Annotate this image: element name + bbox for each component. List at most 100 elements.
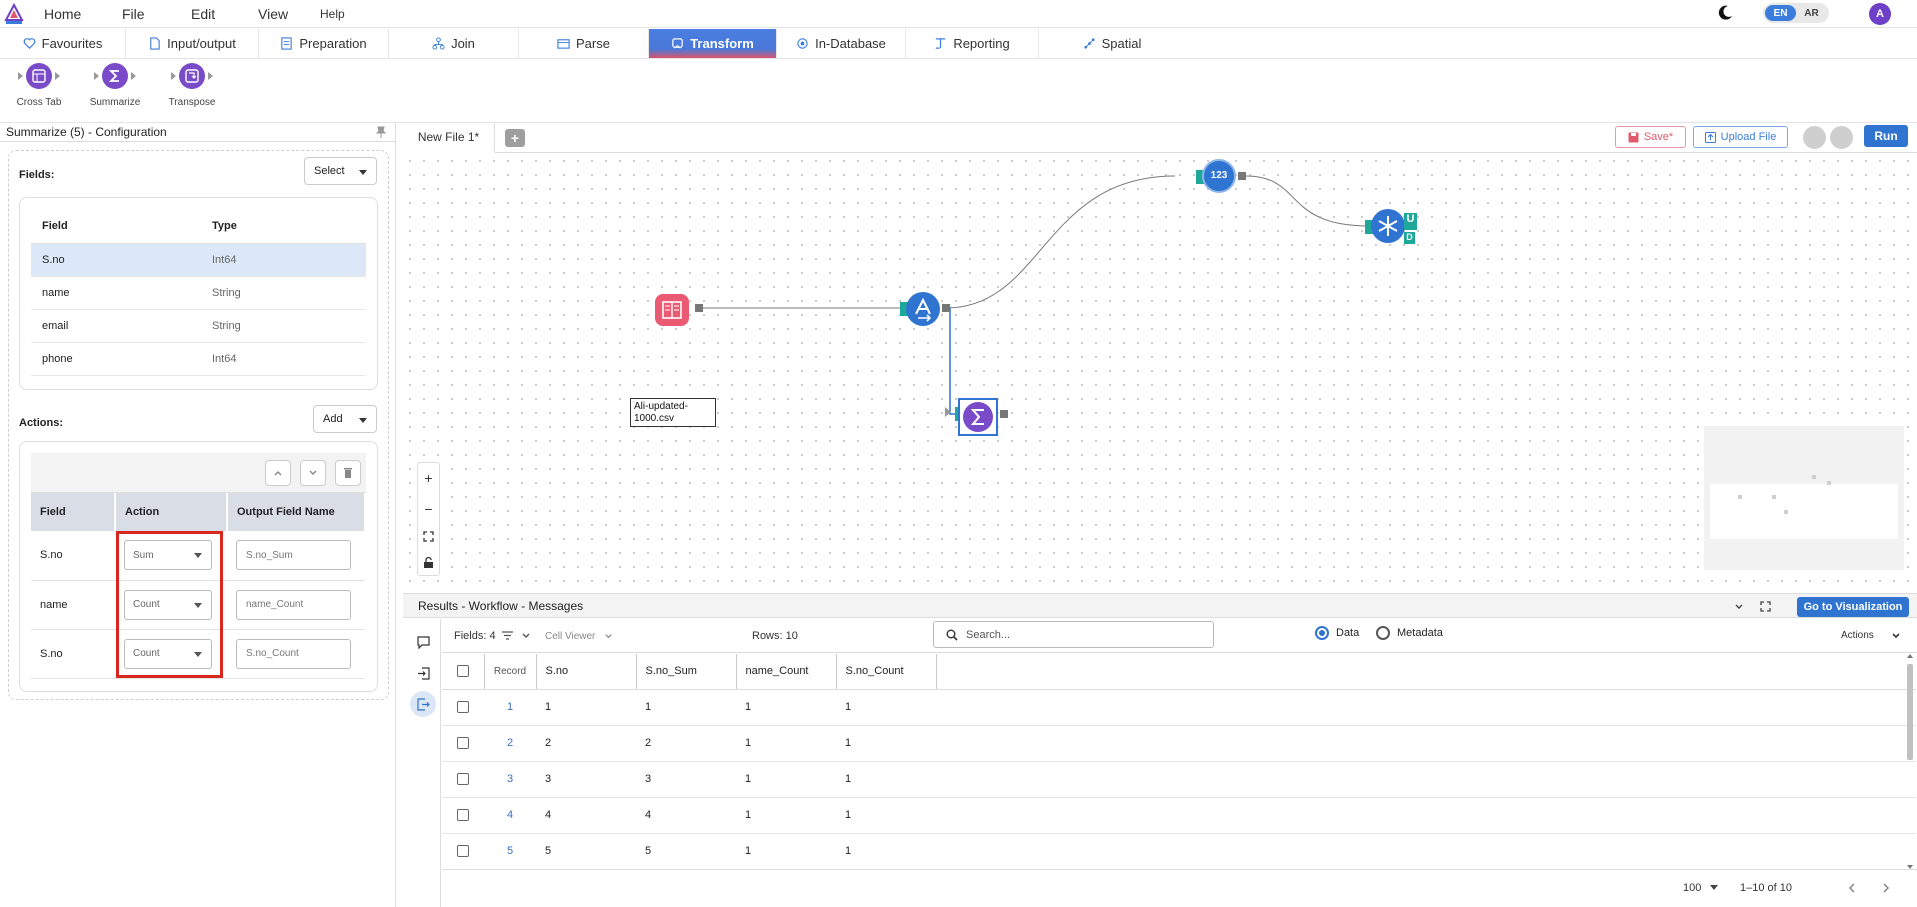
messages-button[interactable] [410,629,436,655]
app-logo-icon[interactable] [4,3,24,25]
menu-home[interactable]: Home [44,6,82,22]
output-anchor[interactable] [1000,410,1008,418]
file-tab-new-file-1[interactable]: New File 1* [403,123,495,153]
language-toggle[interactable]: EN AR [1763,3,1829,23]
search-input[interactable]: Search... [933,621,1214,648]
output-anchor[interactable] [942,304,950,312]
go-to-visualization-button[interactable]: Go to Visualization [1797,597,1909,617]
input-anchor[interactable] [900,302,908,316]
table-row[interactable]: 2 2 2 1 1 [442,725,1916,762]
move-up-button[interactable] [265,460,291,486]
dark-mode-moon-icon[interactable] [1716,4,1734,22]
tool-transpose[interactable]: Transpose [157,63,227,108]
union-output-d[interactable]: D [1404,232,1415,244]
radio-data-circle[interactable] [1315,626,1329,640]
row-checkbox[interactable] [457,845,469,857]
add-tab-button[interactable]: + [505,129,525,147]
chevron-left-icon[interactable] [1847,882,1857,894]
chevron-right-icon[interactable] [1881,882,1891,894]
caret-down-icon[interactable] [1709,884,1719,892]
formula-node[interactable]: 123 [1202,159,1236,193]
tab-preparation[interactable]: Preparation [259,29,389,58]
menu-help[interactable]: Help [320,7,345,21]
chevron-down-icon[interactable] [1891,631,1901,641]
table-row[interactable]: 4 4 4 1 1 [442,797,1916,834]
chevron-down-icon[interactable] [521,631,531,641]
input-anchor[interactable] [1196,170,1204,184]
actions-menu[interactable]: Actions [1841,630,1874,641]
run-button[interactable]: Run [1864,125,1908,147]
union-output-u[interactable]: U [1404,213,1417,230]
move-down-button[interactable] [300,460,326,486]
col-s-no[interactable]: S.no [536,654,637,690]
tab-in-database[interactable]: In-Database [777,29,906,58]
input-node[interactable] [655,294,689,326]
radio-data[interactable]: Data [1315,626,1359,640]
row-checkbox[interactable] [457,737,469,749]
lang-ar[interactable]: AR [1804,7,1819,19]
chevron-down-icon[interactable] [1734,602,1744,612]
output-anchor[interactable] [1238,172,1246,180]
minimap[interactable] [1704,426,1904,570]
action-select[interactable]: Count [124,638,212,669]
results-scrollbar[interactable] [1906,654,1914,869]
zoom-out-button[interactable]: − [424,500,433,517]
action-select[interactable]: Count [124,589,212,620]
menu-file[interactable]: File [122,6,145,22]
user-avatar[interactable]: A [1869,3,1891,25]
action-select[interactable]: Sum [124,540,212,571]
expand-icon[interactable] [1760,601,1771,612]
cell-viewer-dropdown[interactable]: Cell Viewer [545,631,596,642]
input-anchor[interactable] [1365,220,1373,234]
scroll-down-arrow[interactable] [1907,865,1913,869]
page-size-select[interactable]: 100 [1683,882,1702,894]
col-name-count[interactable]: name_Count [736,654,837,690]
output-view-button[interactable] [410,691,436,717]
distribute-button[interactable] [1830,126,1853,149]
table-row[interactable]: 3 3 3 1 1 [442,761,1916,798]
tab-reporting[interactable]: Reporting [906,29,1039,58]
output-anchor[interactable] [695,304,703,312]
add-dropdown-button[interactable]: Add [313,405,377,433]
row-checkbox[interactable] [457,809,469,821]
tab-parse[interactable]: Parse [519,29,649,58]
tab-spatial[interactable]: Spatial [1039,29,1185,58]
zoom-in-button[interactable]: + [424,470,433,487]
save-button[interactable]: Save* [1615,126,1686,148]
menu-view[interactable]: View [258,6,289,22]
canvas-grid[interactable]: Ali-updated-1000.csv 123 U D [403,154,1917,593]
tool-summarize[interactable]: Summarize [80,63,150,108]
tab-favourites[interactable]: Favourites [0,29,126,58]
filter-lines-icon[interactable] [501,630,514,641]
upload-file-button[interactable]: Upload File [1693,126,1788,148]
summarize-node-selection[interactable] [958,398,998,436]
select-all-checkbox[interactable] [457,665,469,678]
scroll-up-arrow[interactable] [1907,654,1913,658]
tab-join[interactable]: Join [389,29,519,58]
scroll-thumb[interactable] [1907,664,1913,760]
lock-icon[interactable] [423,556,434,568]
output-field-input[interactable]: S.no_Sum [236,540,351,571]
output-field-input[interactable]: name_Count [236,589,351,620]
input-view-button[interactable] [410,660,436,686]
output-field-input[interactable]: S.no_Count [236,638,351,669]
table-row[interactable]: 5 5 5 1 1 [442,833,1916,870]
select-node[interactable] [906,292,940,326]
tab-input-output[interactable]: Input/output [126,29,259,58]
align-button[interactable] [1803,126,1826,149]
col-s-no-sum[interactable]: S.no_Sum [636,654,737,690]
lang-en[interactable]: EN [1765,5,1796,21]
fit-view-icon[interactable] [423,531,434,542]
row-checkbox[interactable] [457,701,469,713]
tool-cross-tab[interactable]: Cross Tab [4,63,74,108]
union-node[interactable] [1371,209,1405,243]
delete-action-button[interactable] [335,460,361,486]
tab-transform[interactable]: Transform [649,29,777,58]
menu-edit[interactable]: Edit [191,6,216,22]
select-dropdown-button[interactable]: Select [304,157,377,185]
col-record[interactable]: Record [484,654,537,690]
